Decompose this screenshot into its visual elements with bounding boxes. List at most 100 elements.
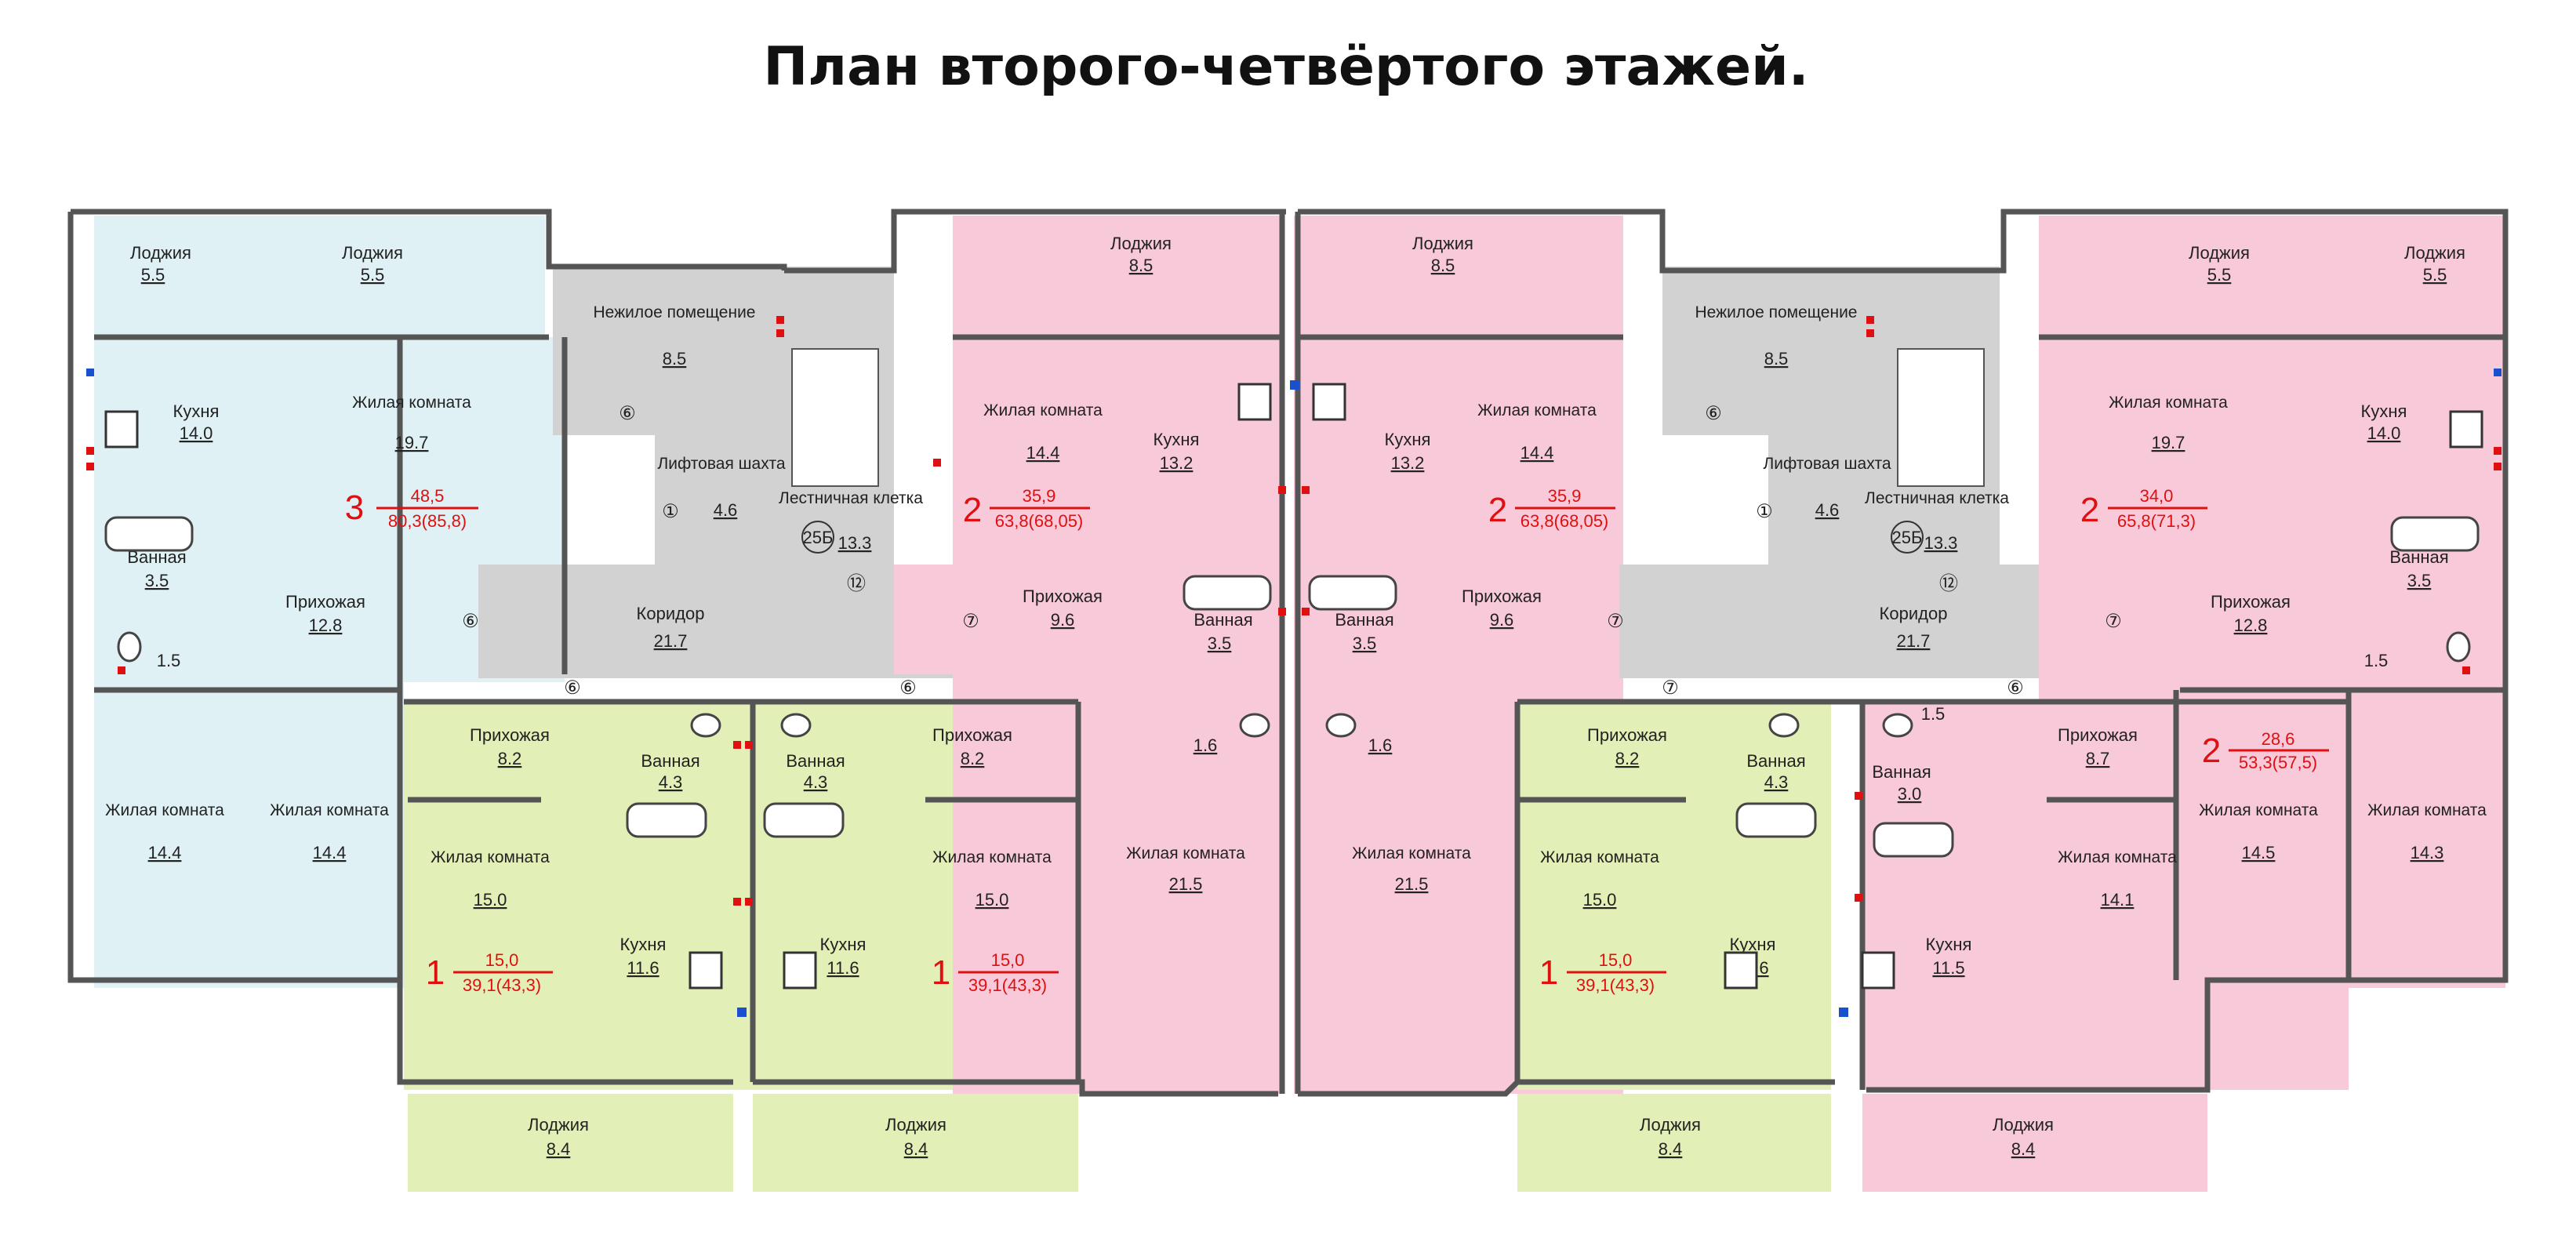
staircases xyxy=(791,348,1985,487)
stove-icon xyxy=(2449,410,2483,448)
bathtub-icon xyxy=(1873,822,1954,858)
room-name: Лоджия xyxy=(342,243,403,263)
red-square-icon xyxy=(1302,486,1310,494)
room-area: 13.2 xyxy=(1160,453,1194,473)
red-square-icon xyxy=(776,316,784,324)
apt2c-fill xyxy=(1862,1094,2207,1192)
apt-total-area: 65,8(71,3) xyxy=(2117,511,2196,531)
apt2a-fill xyxy=(953,216,1282,1094)
room-area: 15.0 xyxy=(976,890,1009,910)
apt-living-area: 15,0 xyxy=(485,950,519,970)
circle-marker: ⑥ xyxy=(2007,677,2024,699)
room-name: Прихожая xyxy=(285,592,365,612)
red-square-icon xyxy=(1855,792,1862,800)
apt-total-area: 53,3(57,5) xyxy=(2239,753,2317,772)
apt-summary: 2 28,6 53,3(57,5) xyxy=(2202,729,2329,772)
room-name: Жилая комната xyxy=(2109,394,2228,412)
room-area: 9.6 xyxy=(1490,610,1514,630)
room-area: 14.5 xyxy=(2242,843,2276,862)
room-name: Лоджия xyxy=(1640,1115,1701,1135)
circle-marker: ⑦ xyxy=(1607,611,1624,632)
red-square-icon xyxy=(745,741,753,749)
circle-marker: ① xyxy=(662,501,679,522)
apt-rooms-count: 1 xyxy=(426,953,445,992)
room-area: 14.0 xyxy=(2367,423,2401,443)
room-area: 8.4 xyxy=(2011,1139,2036,1159)
room-name: Ванная xyxy=(641,751,699,771)
room-area: 15.0 xyxy=(474,890,507,910)
red-square-icon xyxy=(118,666,125,674)
room-name: Жилая комната xyxy=(932,848,1052,866)
room-area: 14.1 xyxy=(2101,890,2135,910)
circle-marker: ⑥ xyxy=(462,611,479,632)
circle-marker: ⑦ xyxy=(2105,611,2122,632)
apt1c-fill xyxy=(1517,1094,1831,1192)
room-area: 8.5 xyxy=(1764,349,1789,369)
apt-total-area: 39,1(43,3) xyxy=(1576,975,1655,995)
common-right-fill xyxy=(1619,565,2121,678)
room-name: Прихожая xyxy=(470,725,550,745)
room-name: Жилая комната xyxy=(2199,801,2318,819)
red-square-icon xyxy=(1302,608,1310,615)
room-area: 8.5 xyxy=(1129,256,1154,275)
apt-summary: 1 15,0 39,1(43,3) xyxy=(932,950,1059,995)
room-labels: Лоджия 5.5 Лоджия 5.5 Кухня 14.0 Жилая к… xyxy=(105,234,2487,1159)
apt2d-fill xyxy=(2039,216,2505,702)
room-area: 11.5 xyxy=(1932,958,1964,978)
room-area: 3.5 xyxy=(145,571,169,590)
room-area: 21.5 xyxy=(1395,874,1429,894)
bathtub-icon xyxy=(626,802,707,838)
apt-rooms-count: 2 xyxy=(1488,491,1507,529)
stove-icon xyxy=(689,951,723,989)
apt-summary: 2 34,0 65,8(71,3) xyxy=(2080,486,2207,531)
room-name: Кухня xyxy=(2361,401,2407,421)
apt-total-area: 39,1(43,3) xyxy=(968,975,1047,995)
room-name: Лоджия xyxy=(1412,234,1473,253)
room-name: Жилая комната xyxy=(2058,848,2177,866)
room-name: Жилая комната xyxy=(1477,401,1597,419)
room-name: Лифтовая шахта xyxy=(1763,455,1891,473)
room-area: 11.6 xyxy=(627,958,659,978)
common-left-fill xyxy=(553,267,784,435)
room-area: 8.2 xyxy=(961,749,985,768)
toilet-icon xyxy=(1325,713,1357,738)
room-area: 1.5 xyxy=(157,651,181,670)
bathtub-icon xyxy=(1735,802,1817,838)
room-name: Прихожая xyxy=(932,725,1012,745)
room-name: Кухня xyxy=(620,935,667,954)
room-area: 13.3 xyxy=(1924,533,1958,553)
toilet-icon xyxy=(780,713,812,738)
room-name: Нежилое помещение xyxy=(594,303,756,321)
room-area: 3.0 xyxy=(1898,784,1922,804)
room-name: Ванная xyxy=(1872,762,1931,782)
room-name: Жилая комната xyxy=(352,394,471,412)
circled-markers: ⑥ ① ⑫ ⑥ ⑥ ⑦ ⑥ ⑦ ⑫ ① ⑥ ⑦ ⑥ ⑦ xyxy=(462,403,2122,699)
room-name: Кухня xyxy=(1154,430,1200,449)
apt-total-area: 63,8(68,05) xyxy=(1521,511,1609,531)
room-area: 14.3 xyxy=(2411,843,2444,862)
room-area: 5.5 xyxy=(361,265,385,285)
room-area: 8.5 xyxy=(663,349,687,369)
stove-icon xyxy=(783,951,817,989)
common-right-fill xyxy=(1768,408,1909,580)
red-square-icon xyxy=(733,741,741,749)
room-name: Прихожая xyxy=(2058,725,2138,745)
circle-marker: ⑦ xyxy=(962,611,979,632)
room-area: 4.6 xyxy=(714,500,738,520)
room-area: 13.2 xyxy=(1391,453,1425,473)
circle-marker: ⑫ xyxy=(847,573,866,594)
apt-living-area: 34,0 xyxy=(2140,486,2174,506)
stove-icon xyxy=(1724,951,1758,989)
bathtub-icon xyxy=(1308,575,1397,611)
apt1a-fill xyxy=(404,702,753,1090)
room-area: 21.5 xyxy=(1169,874,1203,894)
apt-rooms-count: 2 xyxy=(2080,491,2099,529)
room-name: Прихожая xyxy=(1462,586,1542,606)
apt-living-area: 15,0 xyxy=(991,950,1025,970)
circle-marker: ⑥ xyxy=(564,677,581,699)
room-area: 8.4 xyxy=(1659,1139,1683,1159)
red-square-icon xyxy=(86,463,94,470)
red-square-icon xyxy=(1278,608,1286,615)
room-area: 5.5 xyxy=(2423,265,2447,285)
